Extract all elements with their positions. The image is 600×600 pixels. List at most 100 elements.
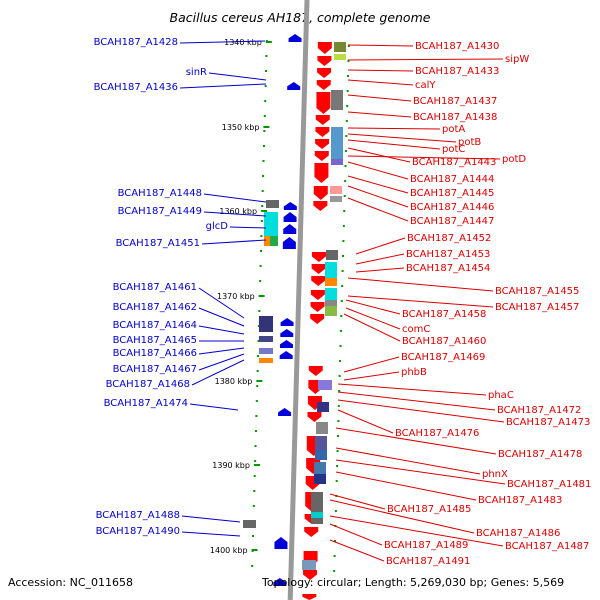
right-gene-label: BCAH187_A1486: [476, 528, 560, 539]
right-leader-line: [347, 197, 409, 222]
accession-text: Accession: NC_011658: [8, 576, 133, 589]
right-leader-line: [347, 111, 412, 118]
right-gene-label: BCAH187_A1447: [410, 216, 494, 227]
right-leader-line: [329, 499, 475, 534]
right-gene-tick: [336, 465, 339, 467]
left-leader-line: [189, 403, 239, 411]
right-gene-tick: [339, 330, 342, 332]
right-gene-tick: [338, 390, 341, 392]
reverse-gene-arrow: [315, 115, 330, 125]
left-gene-label: BCAH187_A1464: [113, 320, 197, 331]
right-gene-tick: [338, 375, 341, 377]
gene-annotation-box: [316, 422, 328, 434]
left-gene-tick: [260, 220, 263, 222]
right-leader-line: [343, 356, 400, 373]
right-gene-tick: [339, 345, 342, 347]
left-gene-tick: [265, 55, 268, 57]
left-gene-label: BCAH187_A1467: [113, 364, 197, 375]
reverse-gene-arrow: [317, 68, 332, 78]
right-gene-tick: [342, 255, 344, 257]
right-gene-label: BCAH187_A1430: [415, 41, 499, 52]
right-gene-label: BCAH187_A1460: [402, 336, 486, 347]
right-leader-line: [347, 79, 414, 86]
gene-annotation-box: [331, 90, 343, 110]
left-gene-tick: [263, 115, 266, 117]
gene-annotation-box: [318, 380, 332, 390]
right-gene-tick: [334, 540, 337, 542]
right-gene-label: BCAH187_A1489: [384, 540, 468, 551]
left-gene-tick: [251, 565, 254, 567]
forward-gene-arrow: [273, 578, 287, 586]
left-leader-line: [203, 211, 267, 217]
reverse-gene-arrow: [303, 570, 318, 580]
right-gene-label: BCAH187_A1446: [410, 202, 494, 213]
left-gene-label: glcD: [206, 221, 229, 232]
gene-annotation-box: [259, 316, 273, 324]
gene-annotation-box: [325, 262, 337, 278]
gene-annotation-box: [266, 200, 279, 208]
left-gene-label: BCAH187_A1448: [118, 188, 202, 199]
right-gene-label: potD: [502, 154, 526, 165]
left-gene-tick: [254, 430, 257, 432]
gene-annotation-box: [314, 462, 326, 474]
reverse-gene-arrow: [311, 264, 326, 274]
left-leader-line: [229, 226, 267, 229]
forward-gene-arrow: [274, 537, 288, 549]
left-gene-label: BCAH187_A1451: [116, 238, 200, 249]
left-gene-tick: [259, 265, 262, 267]
right-gene-tick: [345, 120, 348, 122]
right-leader-line: [347, 277, 494, 292]
right-gene-label: BCAH187_A1453: [406, 249, 490, 260]
reverse-gene-arrow: [311, 276, 326, 286]
right-leader-line: [335, 427, 497, 455]
gene-annotation-box: [331, 159, 343, 165]
right-gene-tick: [346, 105, 349, 107]
right-leader-line: [355, 237, 406, 255]
right-gene-tick: [346, 90, 349, 92]
map-title: Bacillus cereus AH187, complete genome: [170, 10, 431, 25]
reverse-gene-arrow: [317, 42, 332, 54]
right-leader-line: [329, 523, 383, 546]
forward-gene-arrow: [283, 202, 297, 210]
forward-gene-arrow: [282, 237, 296, 249]
left-gene-tick: [264, 85, 267, 87]
right-leader-line: [329, 539, 385, 562]
scale-tick-label: 1350 kbp: [222, 123, 260, 132]
right-leader-line: [347, 69, 414, 72]
right-leader-line: [347, 175, 409, 194]
left-gene-label: BCAH187_A1461: [113, 282, 197, 293]
gene-annotation-box: [330, 196, 342, 202]
right-gene-label: BCAH187_A1433: [415, 66, 499, 77]
right-gene-tick: [345, 135, 348, 137]
gene-annotation-box: [315, 436, 327, 450]
left-leader-line: [179, 40, 266, 44]
left-gene-tick: [257, 355, 260, 357]
left-gene-label: BCAH187_A1488: [96, 510, 180, 521]
genome-summary-text: Topology: circular; Length: 5,269,030 bp…: [261, 576, 564, 589]
left-leader-line: [198, 353, 245, 371]
gene-annotation-box: [243, 520, 256, 528]
left-leader-line: [201, 239, 267, 245]
right-leader-line: [347, 127, 441, 130]
right-gene-label: BCAH187_A1458: [402, 309, 486, 320]
gene-annotation-box: [311, 512, 323, 518]
gene-annotation-box: [334, 42, 346, 52]
right-gene-tick: [344, 180, 347, 182]
left-gene-label: BCAH187_A1465: [113, 335, 197, 346]
reverse-gene-arrow: [315, 127, 330, 137]
right-leader-line: [337, 409, 394, 434]
right-gene-label: phbB: [401, 367, 427, 378]
left-gene-tick: [265, 70, 268, 72]
right-gene-tick: [341, 285, 344, 287]
right-gene-tick: [344, 150, 347, 152]
left-leader-line: [203, 193, 267, 203]
right-leader-line: [347, 161, 409, 180]
right-leader-line: [347, 133, 457, 143]
right-gene-label: BCAH187_A1476: [395, 428, 479, 439]
right-gene-tick: [344, 165, 347, 167]
reverse-gene-arrow: [302, 594, 317, 600]
left-gene-label: BCAH187_A1474: [104, 398, 188, 409]
right-leader-line: [347, 147, 411, 163]
scale-tick-label: 1390 kbp: [212, 461, 250, 470]
